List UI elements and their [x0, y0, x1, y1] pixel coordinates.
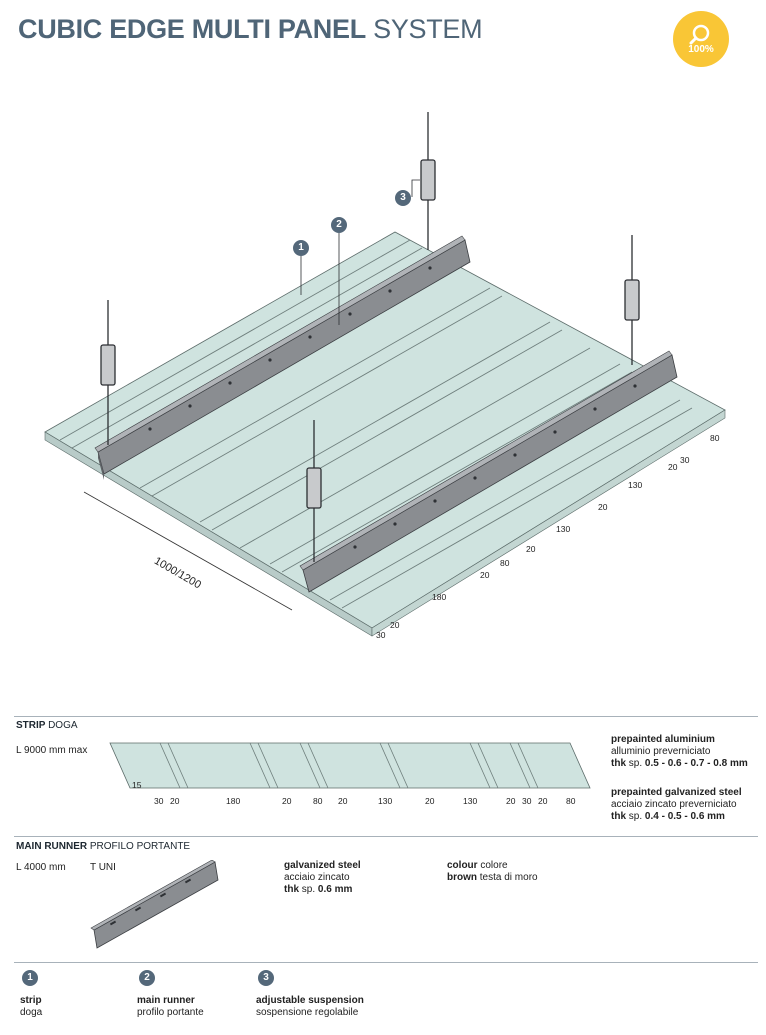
strip-dim-11: 20	[538, 796, 548, 806]
strip-material-1: prepainted aluminium alluminio prevernic…	[611, 734, 748, 770]
divider	[14, 716, 758, 717]
legend-num-suspension: 3	[258, 970, 274, 986]
badge-label: 100%	[688, 44, 714, 55]
main-runner-right	[299, 350, 678, 593]
legend-num-strip: 1	[22, 970, 38, 986]
callout-suspension: 3	[395, 190, 411, 206]
legend-num-runner: 2	[139, 970, 155, 986]
runner-colour: colour colore brown testa di moro	[447, 860, 538, 884]
legend-runner-en: main runner	[137, 995, 195, 1006]
dim-r4: 20	[598, 502, 608, 512]
strip-dim-9: 20	[506, 796, 516, 806]
strip-length: L 9000 mm max	[16, 745, 88, 756]
colour-value-it: testa di moro	[479, 872, 538, 883]
dim-r1: 30	[680, 455, 690, 465]
strip-heading-it: DOGA	[48, 720, 78, 731]
strip-dim-1: 20	[170, 796, 180, 806]
runner-heading: MAIN RUNNER PROFILO PORTANTE	[16, 841, 190, 852]
mat1-name: prepainted aluminium	[611, 734, 715, 745]
mat2-name-it: acciaio zincato preverniciato	[611, 799, 737, 810]
dim-r0: 80	[710, 433, 720, 443]
legend-runner-it: profilo portante	[137, 1007, 204, 1018]
dim-r10: 20	[390, 620, 400, 630]
colour-label-it: colore	[480, 860, 508, 871]
title-bold: CUBIC EDGE MULTI PANEL	[18, 14, 366, 44]
mat2-thk-label: thk	[611, 811, 626, 822]
strip-heading-en: STRIP	[16, 720, 46, 731]
strip-dim-2: 180	[226, 796, 241, 806]
dim-r8: 20	[480, 570, 490, 580]
strip-dim-12: 80	[566, 796, 576, 806]
dim-r7: 80	[500, 558, 510, 568]
runner-type: T UNI	[90, 862, 116, 873]
runner-thk-sp: sp.	[301, 884, 316, 895]
mat2-thk-sp: sp.	[628, 811, 643, 822]
strip-heading: STRIP DOGA	[16, 720, 78, 731]
suspension-rods	[100, 112, 640, 562]
dim-r2: 20	[668, 462, 678, 472]
callout-strip: 1	[293, 240, 309, 256]
dim-r5: 130	[556, 524, 571, 534]
strip-dim-10: 30	[522, 796, 532, 806]
mat2-name: prepainted galvanized steel	[611, 787, 742, 798]
strip-dim-8: 130	[463, 796, 478, 806]
strip-dim-0: 30	[154, 796, 164, 806]
strip-dim-3: 20	[282, 796, 292, 806]
runner-heading-en: MAIN RUNNER	[16, 841, 88, 852]
page-title: CUBIC EDGE MULTI PANEL SYSTEM	[18, 14, 483, 45]
colour-value: brown	[447, 872, 477, 883]
legend-suspension-it: sospensione regolabile	[256, 1007, 359, 1018]
strip-dim-5: 20	[338, 796, 348, 806]
strip-dim-4: 80	[313, 796, 323, 806]
runner-material: galvanized steel acciaio zincato thk sp.…	[284, 860, 361, 896]
main-runner-left	[94, 235, 471, 480]
legend-strip-en: strip	[20, 995, 42, 1006]
strip-material-2: prepainted galvanized steel acciaio zinc…	[611, 787, 742, 823]
dim-r9: 180	[432, 592, 447, 602]
divider	[14, 836, 758, 837]
runner-thk-values: 0.6 mm	[317, 884, 353, 895]
runner-thk-label: thk	[284, 884, 299, 895]
zoom-badge: 100%	[673, 11, 729, 67]
dim-r11: 30	[376, 630, 386, 640]
callout-main-runner: 2	[331, 217, 347, 233]
isometric-drawing	[44, 112, 726, 637]
divider	[14, 962, 758, 963]
mat1-thk-sp: sp.	[628, 758, 643, 769]
legend-strip-it: doga	[20, 1007, 43, 1018]
mat1-name-it: alluminio preverniciato	[611, 746, 711, 757]
magnifier-icon	[689, 24, 710, 45]
colour-label: colour	[447, 860, 478, 871]
strip-dim-7: 20	[425, 796, 435, 806]
mat1-thk-label: thk	[611, 758, 626, 769]
main-runner-profile	[90, 860, 219, 949]
runner-mat-name-it: acciaio zincato	[284, 872, 350, 883]
strip-dim-6: 130	[378, 796, 393, 806]
strip-height-dim: 15	[132, 780, 142, 790]
runner-mat-name: galvanized steel	[284, 860, 361, 871]
mat1-thk-values: 0.5 - 0.6 - 0.7 - 0.8 mm	[644, 758, 748, 769]
dim-r3: 130	[628, 480, 643, 490]
mat2-thk-values: 0.4 - 0.5 - 0.6 mm	[644, 811, 725, 822]
runner-length: L 4000 mm	[16, 862, 66, 873]
dim-r6: 20	[526, 544, 536, 554]
title-light: SYSTEM	[373, 14, 483, 44]
strip-profile	[109, 742, 591, 789]
legend-suspension-en: adjustable suspension	[256, 995, 364, 1006]
runner-heading-it: PROFILO PORTANTE	[89, 841, 191, 852]
